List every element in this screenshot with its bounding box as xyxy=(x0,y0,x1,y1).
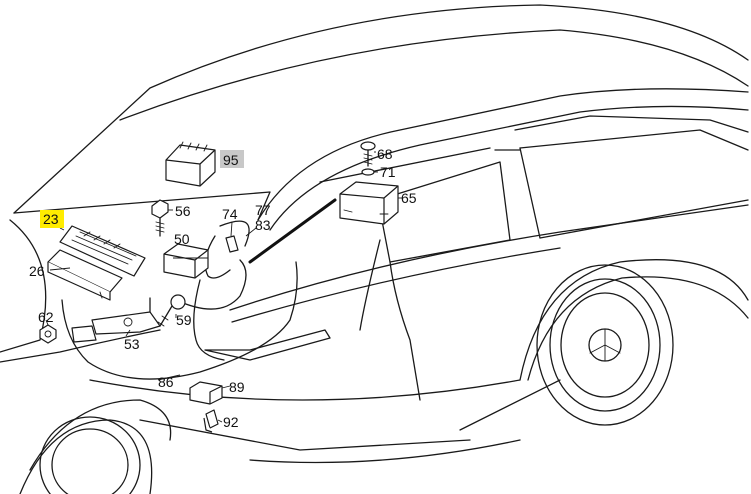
callout-95-highlight xyxy=(220,150,244,168)
callout-23-highlight xyxy=(40,210,64,228)
callout-59[interactable]: 59 xyxy=(176,312,192,328)
part-71-washer xyxy=(361,168,375,176)
part-59-bolt xyxy=(157,294,186,327)
callout-68[interactable]: 68 xyxy=(377,146,393,162)
callout-26[interactable]: 26 xyxy=(29,263,45,279)
leader-lines xyxy=(45,151,402,423)
callout-23[interactable]: 23 xyxy=(43,211,59,227)
part-56-screw xyxy=(151,199,169,237)
callout-89[interactable]: 89 xyxy=(229,379,245,395)
callout-95[interactable]: 95 xyxy=(223,152,239,168)
part-95-module xyxy=(165,141,216,187)
part-53-mount xyxy=(71,311,161,343)
callout-62[interactable]: 62 xyxy=(38,309,54,325)
callout-77[interactable]: 77 xyxy=(255,202,271,218)
callout-56[interactable]: 56 xyxy=(175,203,191,219)
part-89-connector xyxy=(189,381,223,405)
wiring-harness xyxy=(61,198,337,380)
part-26-bracket xyxy=(47,249,123,301)
callout-83[interactable]: 83 xyxy=(255,217,271,233)
part-74-sensor xyxy=(225,235,239,253)
front-wheel xyxy=(39,416,141,494)
part-50-relay xyxy=(163,243,209,279)
callout-71[interactable]: 71 xyxy=(380,164,396,180)
callout-50[interactable]: 50 xyxy=(174,231,190,247)
part-92-clip xyxy=(203,409,219,433)
part-23-control-unit xyxy=(59,225,146,277)
car-body xyxy=(0,4,749,494)
part-68-screw xyxy=(360,141,376,167)
callout-74[interactable]: 74 xyxy=(222,206,238,222)
part-65-module xyxy=(339,181,399,225)
rear-wheel xyxy=(536,264,674,426)
callout-65[interactable]: 65 xyxy=(401,190,417,206)
callout-86[interactable]: 86 xyxy=(158,374,174,390)
callout-92[interactable]: 92 xyxy=(223,414,239,430)
callout-53[interactable]: 53 xyxy=(124,336,140,352)
callout-labels: 23 26 50 53 56 59 62 65 68 71 74 77 83 8… xyxy=(29,146,417,430)
